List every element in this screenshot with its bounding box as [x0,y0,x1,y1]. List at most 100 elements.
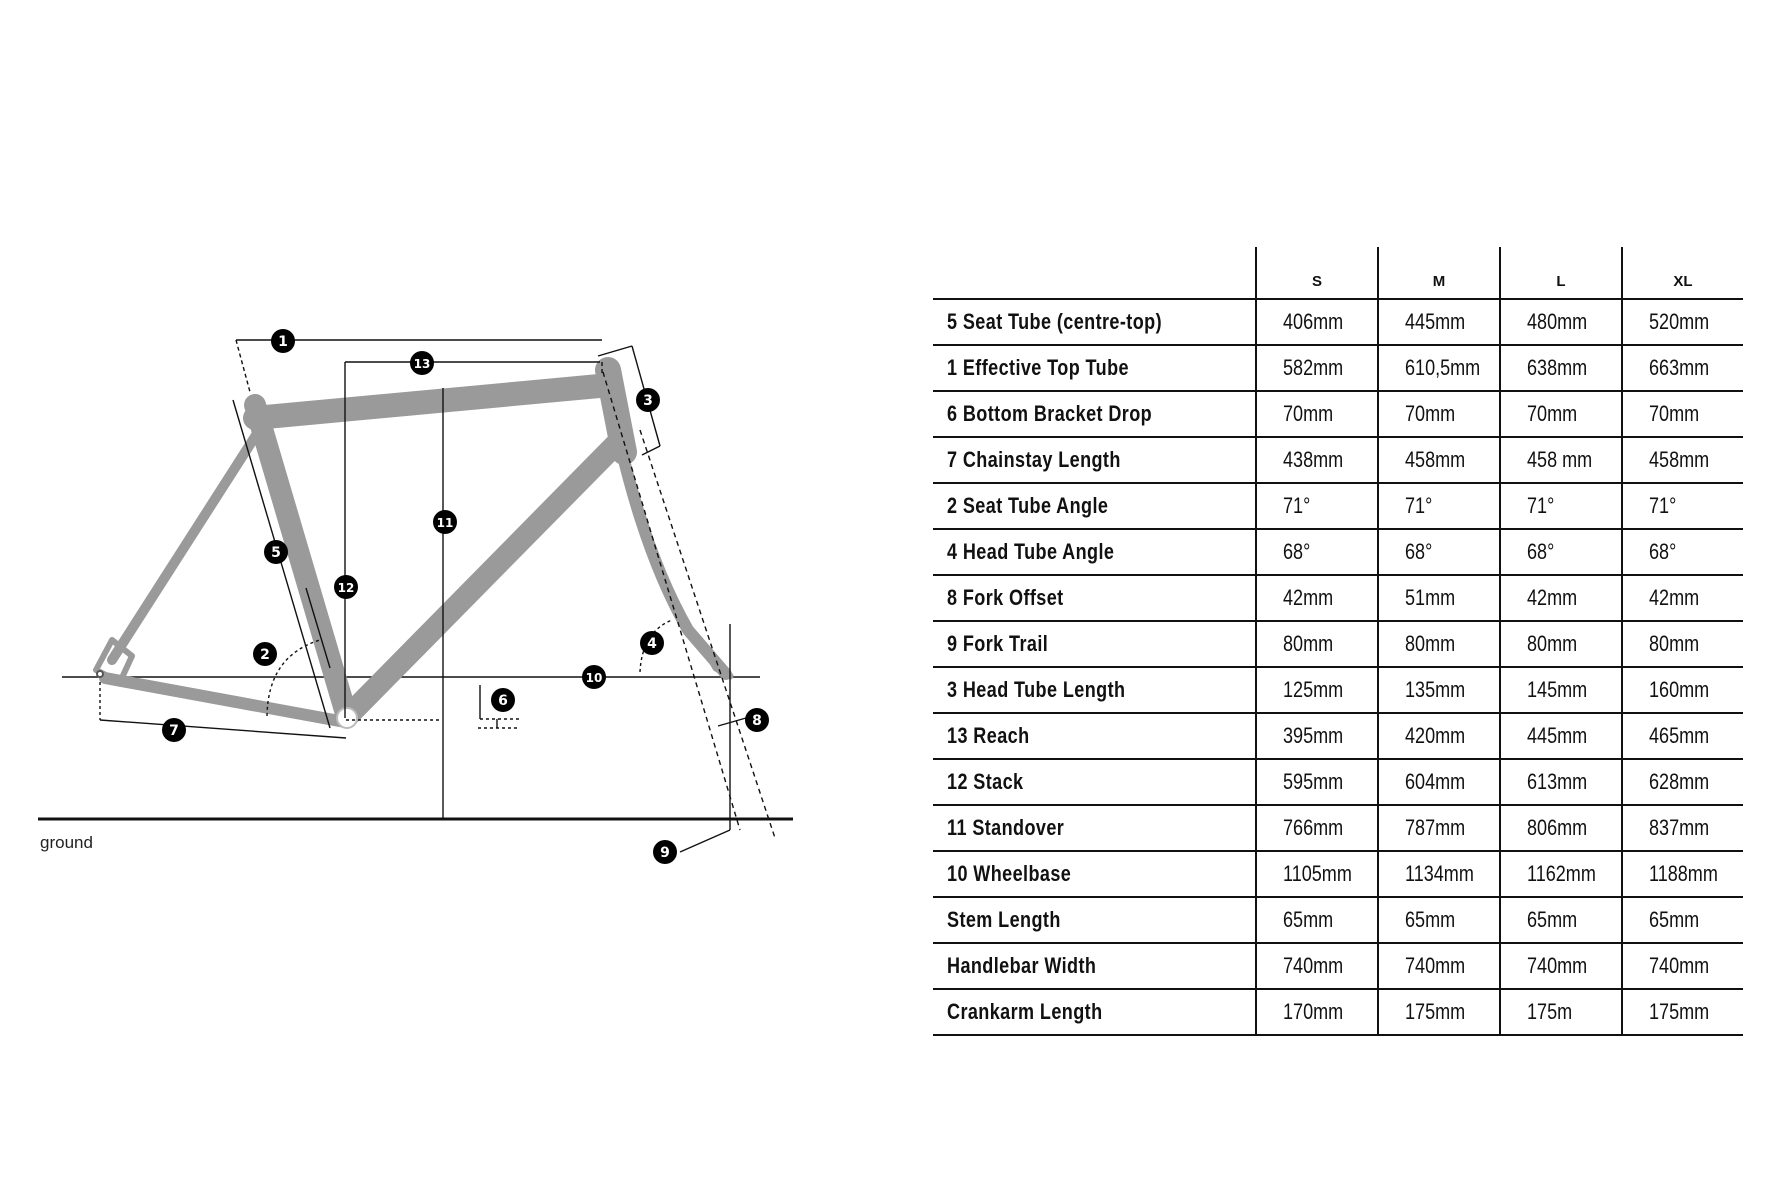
row-value-s: 438mm [1255,436,1378,483]
svg-text:7: 7 [169,723,179,739]
svg-text:3: 3 [643,393,653,409]
row-value-s: 582mm [1255,344,1378,391]
row-value-xl: 740mm [1621,942,1743,989]
value-text: 160mm [1649,677,1710,702]
row-value-m: 71° [1377,482,1500,529]
value-text: 68° [1649,539,1677,564]
row-value-xl: 837mm [1621,804,1743,851]
row-value-l: 1162mm [1499,850,1622,897]
row-value-xl: 70mm [1621,390,1743,437]
row-label-text: 1 Effective Top Tube [947,355,1129,380]
value-text: 420mm [1405,723,1466,748]
row-value-l: 740mm [1499,942,1622,989]
value-text: 1105mm [1283,861,1352,886]
value-text: 68° [1283,539,1311,564]
row-value-s: 71° [1255,482,1378,529]
row-value-xl: 628mm [1621,758,1743,805]
row-label: 7 Chainstay Length [933,436,1256,483]
value-text: 740mm [1527,953,1588,978]
marker-3: 3 [636,388,660,412]
row-value-xl: 80mm [1621,620,1743,667]
marker-12: 12 [334,575,358,599]
value-text: 465mm [1649,723,1710,748]
value-text: 1134mm [1405,861,1474,886]
value-text: 80mm [1527,631,1578,656]
row-value-m: 458mm [1377,436,1500,483]
row-value-l: 806mm [1499,804,1622,851]
svg-text:13: 13 [414,357,431,371]
value-text: 787mm [1405,815,1466,840]
marker-6: 6 [491,688,515,712]
table-row: 10 Wheelbase 1105mm 1134mm 1162mm 1188mm [933,850,1743,897]
row-value-l: 480mm [1499,298,1622,345]
svg-text:12: 12 [338,581,355,595]
chain-stay [99,672,351,728]
marker-1: 1 [271,329,295,353]
row-value-m: 65mm [1377,896,1500,943]
front-dropout [696,636,734,680]
row-value-xl: 458mm [1621,436,1743,483]
down-tube [336,429,631,728]
svg-text:10: 10 [586,671,603,685]
bike-frame [93,357,734,728]
value-text: 42mm [1283,585,1334,610]
row-label: 10 Wheelbase [933,850,1256,897]
value-text: 175mm [1405,999,1466,1024]
value-text: 740mm [1283,953,1344,978]
value-text: 806mm [1527,815,1588,840]
row-value-m: 135mm [1377,666,1500,713]
row-label-text: Handlebar Width [947,953,1097,978]
svg-text:5: 5 [271,545,281,561]
marker-10: 10 [582,665,606,689]
row-value-m: 445mm [1377,298,1500,345]
row-value-l: 145mm [1499,666,1622,713]
value-text: 42mm [1649,585,1700,610]
row-label: 9 Fork Trail [933,620,1256,667]
row-label-text: 7 Chainstay Length [947,447,1121,472]
bottom-bracket [336,707,358,729]
row-value-s: 68° [1255,528,1378,575]
value-text: 445mm [1527,723,1588,748]
marker-13: 13 [410,351,434,375]
row-label: 8 Fork Offset [933,574,1256,621]
value-text: 613mm [1527,769,1588,794]
top-tube [243,373,622,430]
value-text: 1162mm [1527,861,1596,886]
row-label-text: 5 Seat Tube (centre-top) [947,309,1162,334]
value-text: 520mm [1649,309,1710,334]
row-label: 6 Bottom Bracket Drop [933,390,1256,437]
row-value-s: 125mm [1255,666,1378,713]
table-header-row: S M L XL [933,247,1743,299]
row-label: 5 Seat Tube (centre-top) [933,298,1256,345]
row-value-l: 613mm [1499,758,1622,805]
row-value-l: 458 mm [1499,436,1622,483]
value-text: 1188mm [1649,861,1718,886]
value-text: 80mm [1283,631,1334,656]
value-text: 70mm [1405,401,1456,426]
svg-text:11: 11 [437,516,454,530]
row-value-xl: 1188mm [1621,850,1743,897]
row-label-text: 6 Bottom Bracket Drop [947,401,1153,426]
svg-text:8: 8 [752,713,762,729]
value-text: 51mm [1405,585,1456,610]
row-value-l: 42mm [1499,574,1622,621]
rear-axle [96,670,104,678]
size-header-m: M [1377,247,1500,299]
row-value-l: 65mm [1499,896,1622,943]
marker-2: 2 [253,642,277,666]
row-value-xl: 42mm [1621,574,1743,621]
row-value-m: 610,5mm [1377,344,1500,391]
value-text: 604mm [1405,769,1466,794]
value-text: 65mm [1283,907,1334,932]
value-text: 582mm [1283,355,1344,380]
row-value-s: 42mm [1255,574,1378,621]
row-label-text: 11 Standover [947,815,1065,840]
row-label: 12 Stack [933,758,1256,805]
